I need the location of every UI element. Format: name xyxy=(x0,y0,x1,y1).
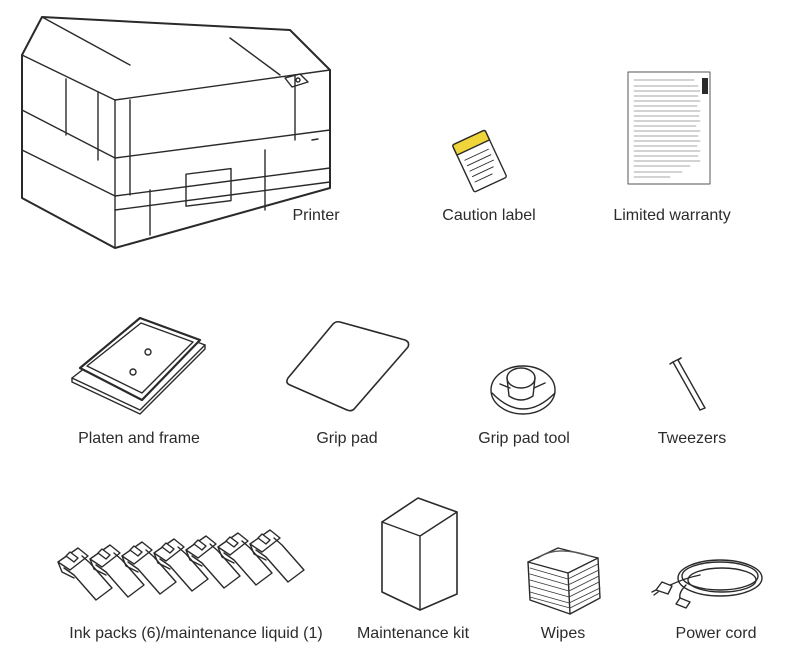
platen-frame-icon xyxy=(71,316,206,415)
maintenance-kit-icon xyxy=(381,497,458,611)
label-grip-pad: Grip pad xyxy=(316,430,378,447)
label-wipes: Wipes xyxy=(540,625,586,642)
wipes-icon xyxy=(527,547,601,615)
ink-packs-icon xyxy=(57,529,305,601)
tweezers-icon xyxy=(669,357,706,411)
grip-pad-tool-icon xyxy=(490,365,556,415)
label-grip-pad-tool: Grip pad tool xyxy=(478,430,570,447)
label-platen-and-frame: Platen and frame xyxy=(78,430,200,447)
power-cord-icon xyxy=(651,559,763,609)
label-limited-warranty: Limited warranty xyxy=(613,207,731,224)
label-ink-packs: Ink packs (6)/maintenance liquid (1) xyxy=(69,625,323,642)
printer-icon xyxy=(21,16,331,249)
label-tweezers: Tweezers xyxy=(657,430,727,447)
label-caution-label: Caution label xyxy=(442,207,536,224)
label-printer: Printer xyxy=(292,207,340,224)
label-power-cord: Power cord xyxy=(675,625,757,642)
grip-pad-icon xyxy=(286,320,410,412)
caution-label-icon xyxy=(452,129,507,193)
warranty-document-icon xyxy=(627,71,711,185)
label-maintenance-kit: Maintenance kit xyxy=(356,625,470,642)
